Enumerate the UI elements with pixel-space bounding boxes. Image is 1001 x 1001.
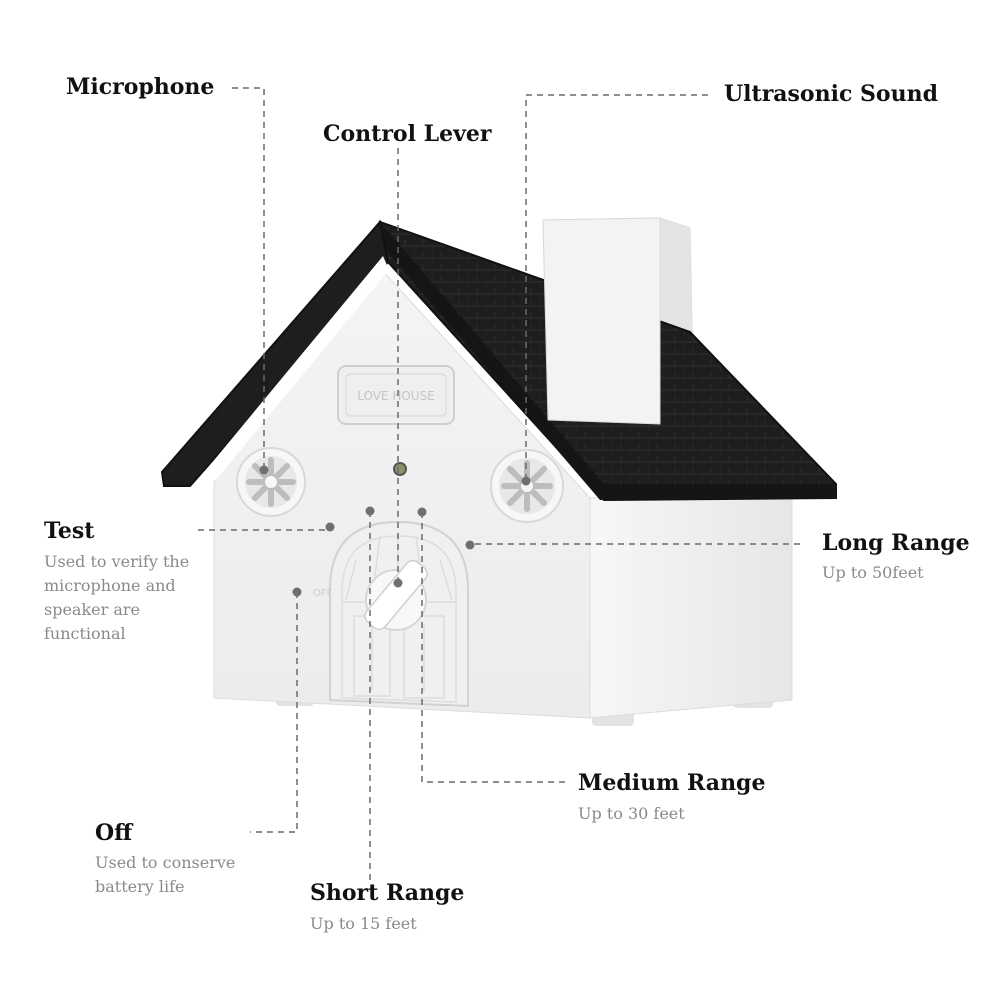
roof-left-slope <box>160 219 390 487</box>
svg-text:OFF: OFF <box>313 588 333 599</box>
medium-range-description: Up to 30 feet <box>578 804 685 823</box>
indicator-led <box>393 462 407 476</box>
test-description: Used to verify the microphone and speake… <box>44 552 190 643</box>
long-range-label: Long Range <box>822 530 970 556</box>
ultrasonic-speaker-vent <box>490 449 564 523</box>
callout-leader-lines <box>198 87 800 882</box>
svg-text:LOVE HOUSE: LOVE HOUSE <box>357 389 435 403</box>
microphone-vent <box>236 447 306 517</box>
microphone-label: Microphone <box>66 74 215 100</box>
callout-anchor-dots <box>259 465 531 597</box>
medium-range-label: Medium Range <box>578 770 766 796</box>
love-house-plaque: LOVE HOUSE <box>337 365 455 425</box>
short-range-label: Short Range <box>310 880 465 906</box>
test-label: Test <box>44 518 95 544</box>
long-range-description: Up to 50feet <box>822 563 924 582</box>
short-range-description: Up to 15 feet <box>310 914 417 933</box>
house-side-wall <box>587 491 793 719</box>
control-lever-label: Control Lever <box>323 121 492 147</box>
off-label: Off <box>95 820 133 846</box>
control-lever-dial <box>364 559 428 631</box>
off-description: Used to conserve battery life <box>95 853 236 896</box>
ultrasonic-sound-label: Ultrasonic Sound <box>724 81 938 107</box>
